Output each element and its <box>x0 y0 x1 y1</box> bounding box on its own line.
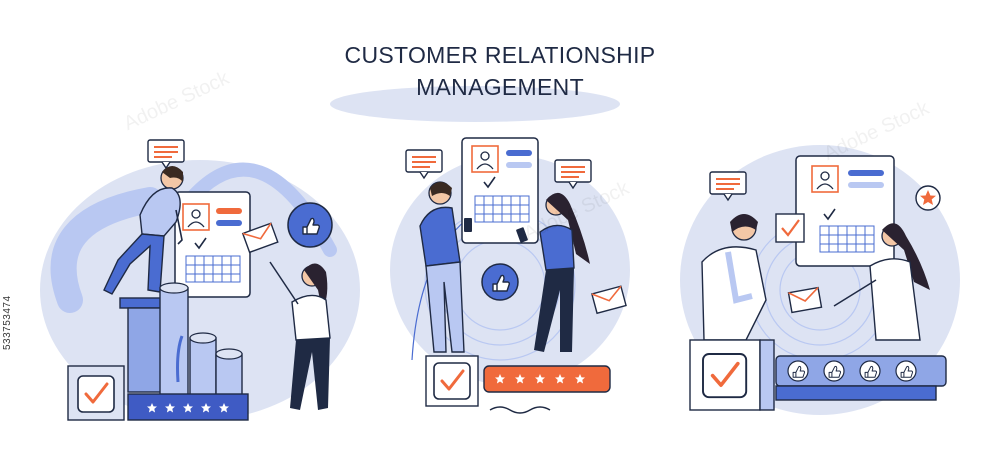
star-badge-icon <box>915 185 941 211</box>
five-star-rating-icon <box>483 365 611 393</box>
envelope-icon <box>787 286 823 314</box>
checkbox-icon <box>67 365 125 421</box>
checkbox-icon <box>775 213 805 243</box>
five-star-rating-icon <box>127 393 249 421</box>
thumbs-up-icon <box>775 355 947 387</box>
woman-figure <box>516 192 590 352</box>
profile-card-icon <box>461 137 539 244</box>
checkbox-icon <box>425 355 479 407</box>
title-block: CUSTOMER RELATIONSHIP MANAGEMENT <box>300 36 700 122</box>
checkbox-icon <box>689 339 775 411</box>
profile-card-icon <box>795 155 895 267</box>
title-line-2: MANAGEMENT <box>416 74 584 100</box>
thumbs-up-icon <box>287 202 333 248</box>
woman-figure <box>269 261 331 410</box>
chat-bubble-icon <box>405 149 443 179</box>
scene-right <box>680 145 960 415</box>
man-figure <box>701 214 767 341</box>
title-highlight <box>330 86 620 122</box>
title-line-1: CUSTOMER RELATIONSHIP <box>344 42 656 68</box>
scene-left <box>40 139 360 421</box>
man-figure <box>103 166 184 393</box>
man-figure <box>419 181 472 353</box>
thumbs-up-icon <box>481 263 519 301</box>
scene-center <box>390 137 630 414</box>
woman-figure <box>833 223 930 341</box>
